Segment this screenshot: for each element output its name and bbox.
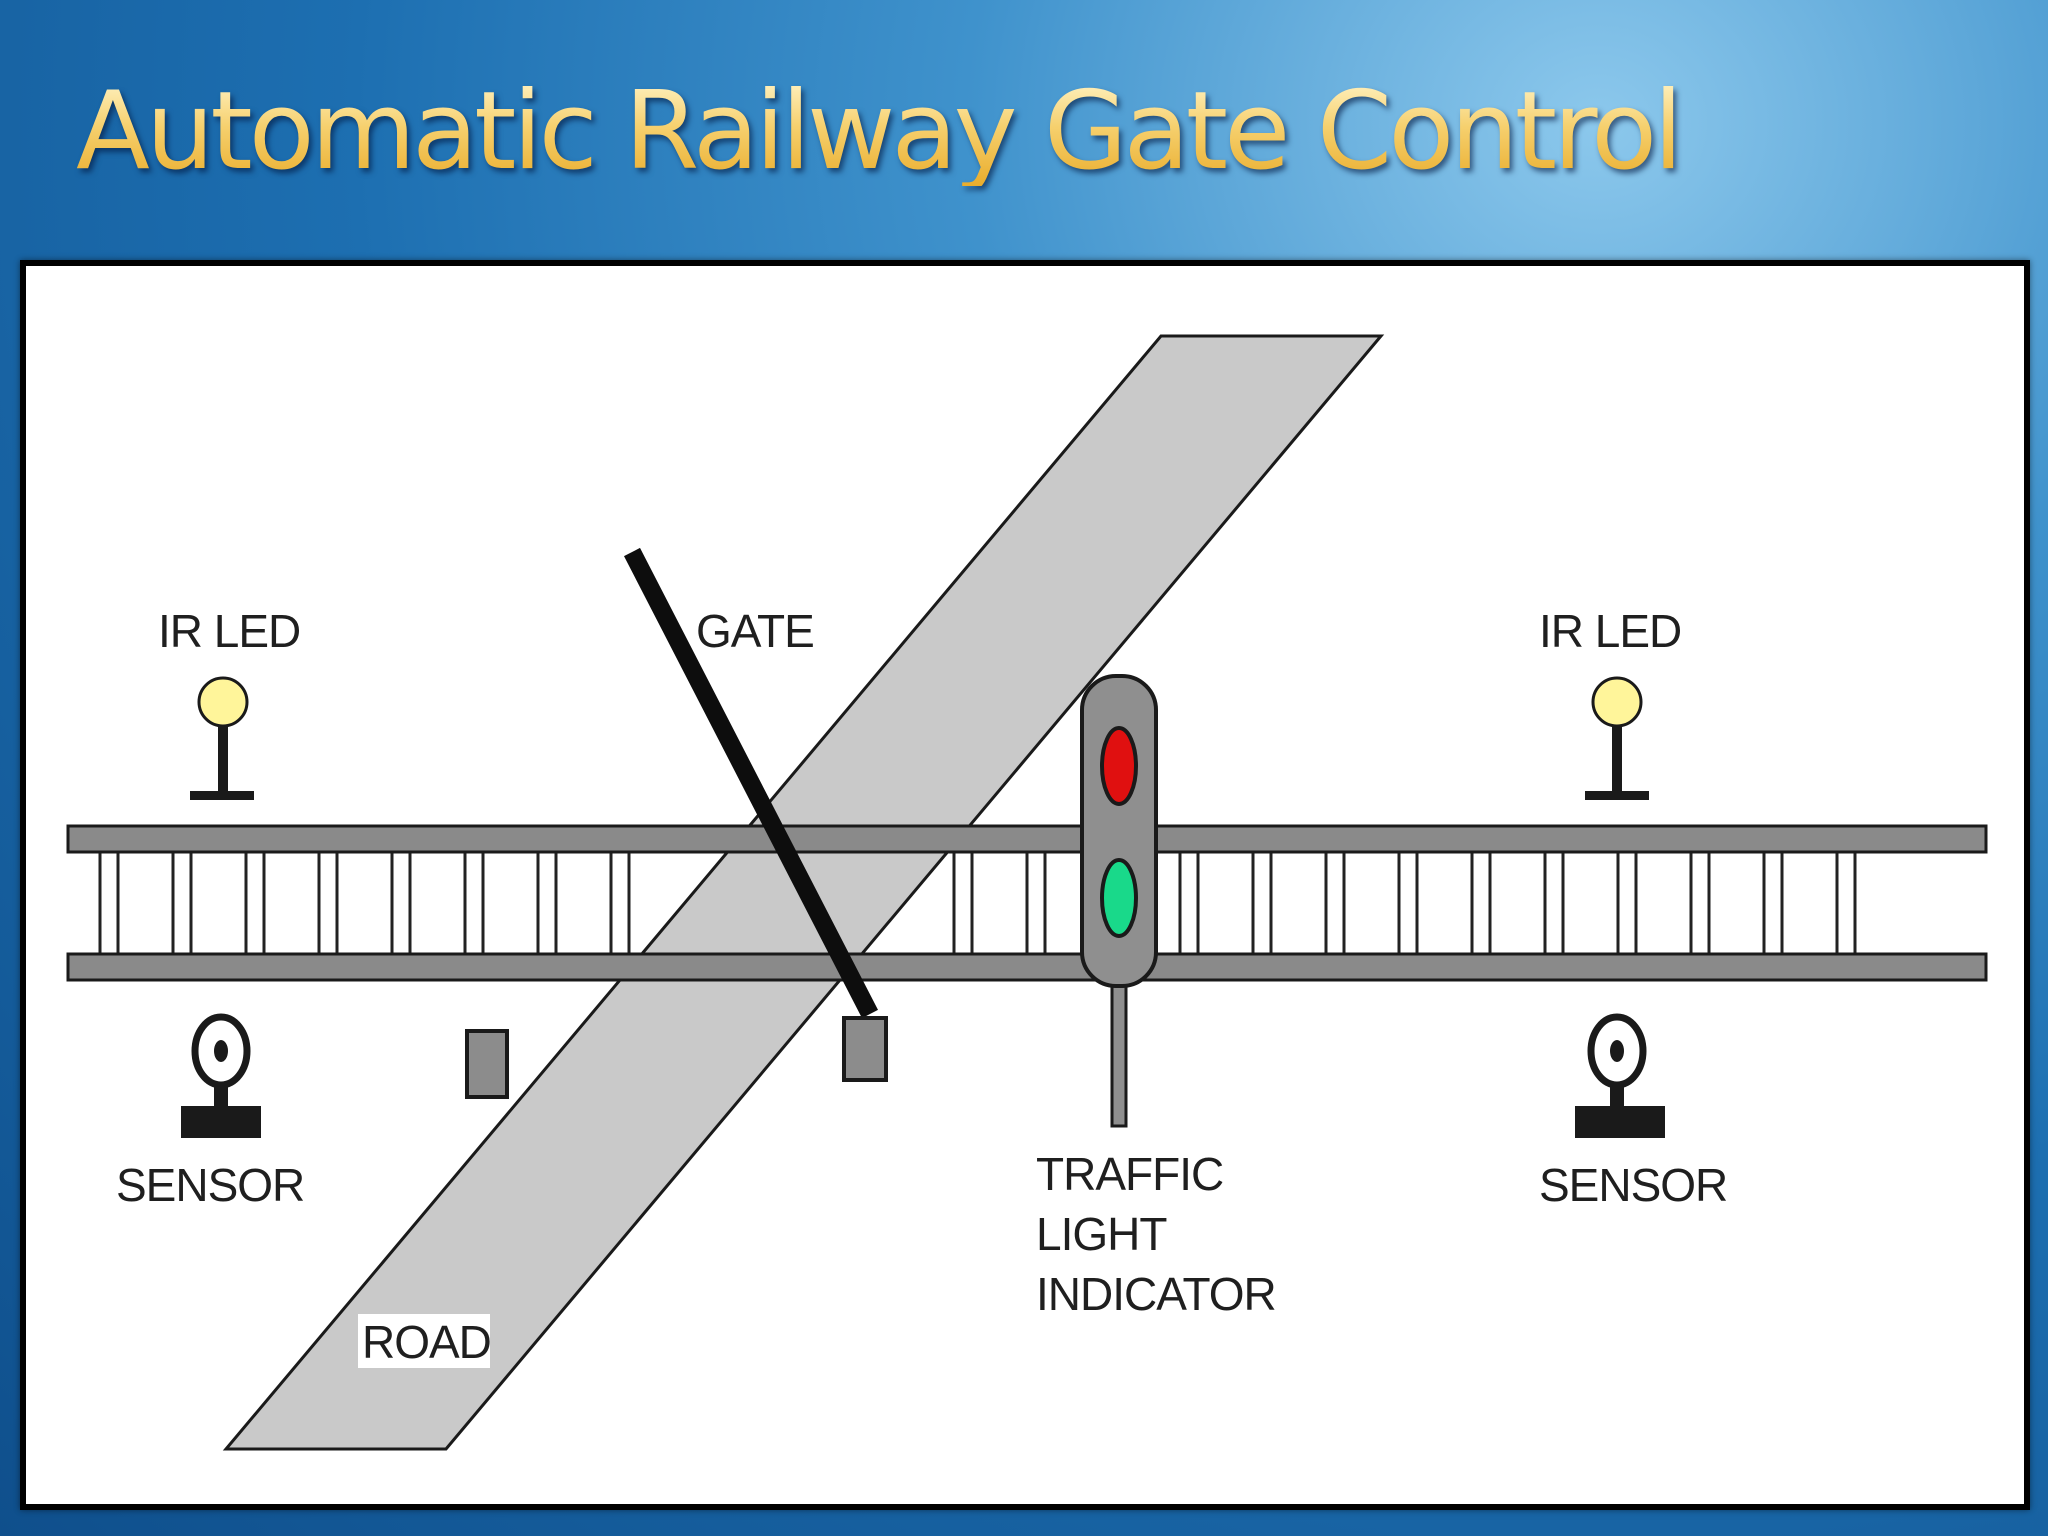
sensor-left <box>181 1013 261 1138</box>
ir-led-right-bulb <box>1591 676 1643 728</box>
rail-bottom <box>66 952 1988 982</box>
ir-led-left-label: IR LED <box>158 605 300 657</box>
traffic-light-red-lamp <box>1100 726 1138 806</box>
traffic-light-housing <box>1080 674 1158 988</box>
ir-led-right <box>1585 676 1649 800</box>
gate-box <box>842 1016 888 1082</box>
diagram-frame: IR LED IR LED SENSOR SENSOR GATE <box>20 260 2030 1510</box>
sensor-right-label: SENSOR <box>1539 1159 1727 1211</box>
slide-title: Automatic Railway Gate Control <box>76 69 1683 194</box>
control-box-left <box>465 1029 509 1099</box>
traffic-light-label-line3: INDICATOR <box>1036 1268 1276 1320</box>
traffic-light-label-line2: LIGHT <box>1036 1208 1167 1260</box>
gate-arm <box>623 547 879 1019</box>
ir-led-left-bulb <box>197 676 249 728</box>
railway-track <box>66 824 1988 982</box>
traffic-light <box>1080 674 1158 1128</box>
sensor-right <box>1575 1013 1665 1138</box>
ir-led-right-label: IR LED <box>1539 605 1681 657</box>
track-sleepers <box>98 841 1857 965</box>
road-label-backing <box>358 1314 490 1368</box>
road-label: ROAD <box>362 1316 491 1368</box>
traffic-light-green-lamp <box>1100 858 1138 938</box>
rail-top <box>66 824 1988 854</box>
traffic-light-pole <box>1110 984 1128 1128</box>
traffic-light-label-line1: TRAFFIC <box>1036 1148 1223 1200</box>
railway-gate-diagram: IR LED IR LED SENSOR SENSOR GATE <box>66 334 1988 1451</box>
sensor-left-label: SENSOR <box>116 1159 304 1211</box>
ir-led-left <box>190 676 254 800</box>
gate-label: GATE <box>696 605 814 657</box>
